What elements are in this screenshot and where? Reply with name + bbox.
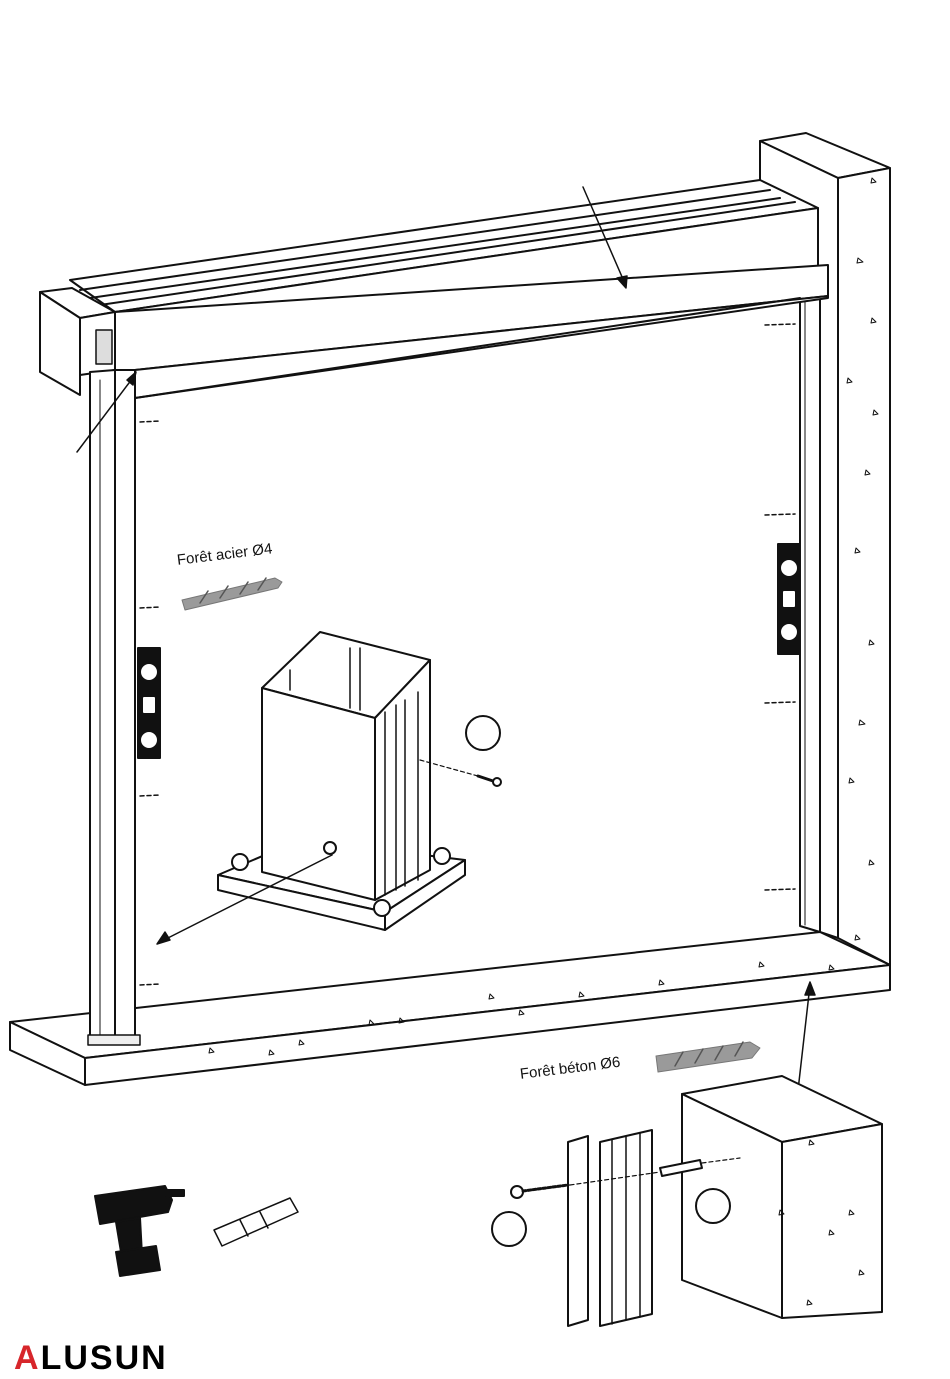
left-post <box>88 370 140 1045</box>
cordless-drill-icon <box>95 1186 184 1276</box>
drill-bit-icon <box>656 1042 760 1072</box>
screwdriver-bit-icon <box>214 1198 298 1246</box>
post-base-detail <box>218 632 465 930</box>
top-cassette <box>70 180 828 398</box>
right-post <box>800 295 820 932</box>
callout-circle <box>696 1189 730 1223</box>
logo-rest: LUSUN <box>41 1339 168 1377</box>
callout-circle <box>466 716 500 750</box>
screw-icon <box>420 760 501 786</box>
drill-bit-icon <box>182 578 282 610</box>
spirit-level-icon <box>138 648 160 758</box>
concrete-slab <box>10 932 890 1085</box>
spirit-level-icon <box>778 544 800 654</box>
profile-detail <box>568 1130 652 1326</box>
callout-circle <box>492 1212 526 1246</box>
logo-first-letter: A <box>14 1339 41 1377</box>
alusun-logo: ALUSUN <box>14 1339 168 1378</box>
